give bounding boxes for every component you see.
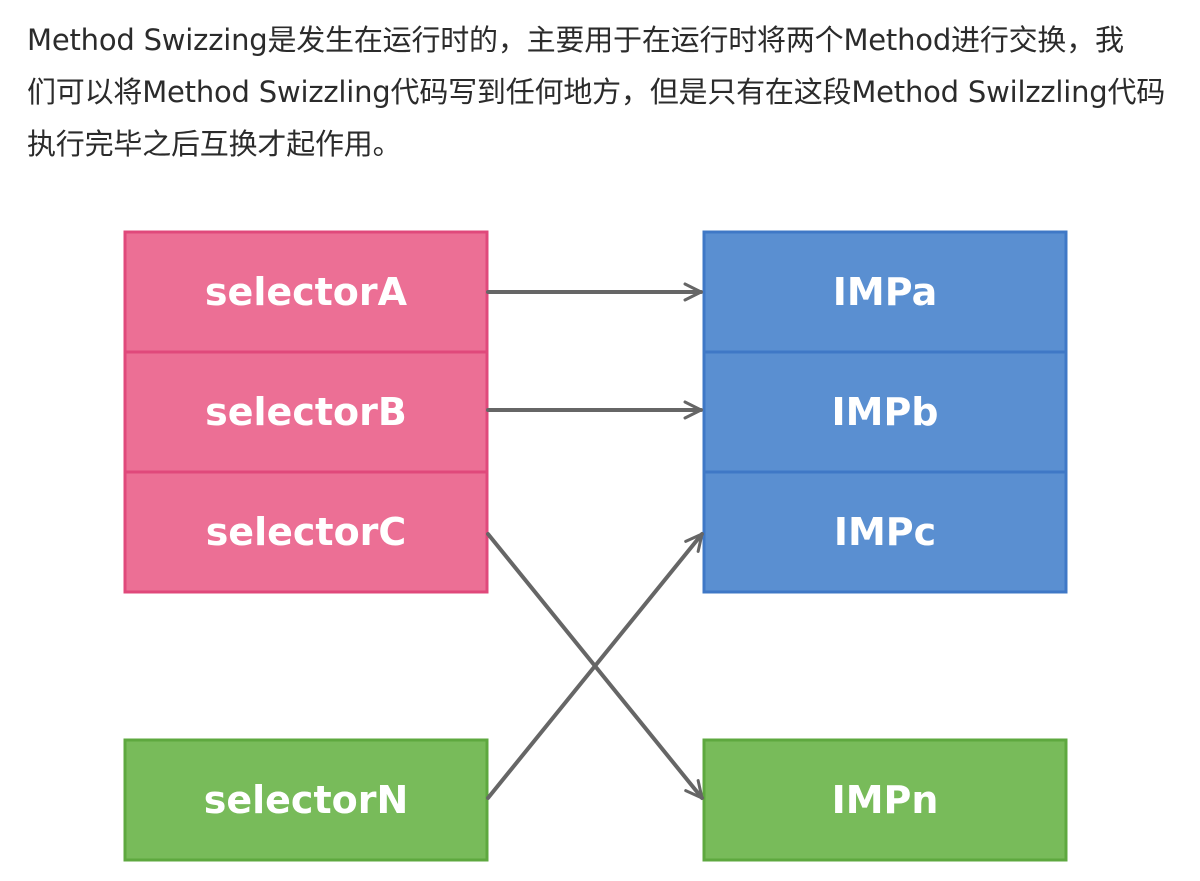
intro-line-2: 们可以将Method Swizzling代码写到任何地方，但是只有在这段Meth… [27,75,1166,109]
intro-line-1: Method Swizzing是发生在运行时的，主要用于在运行时将两个Metho… [27,23,1124,57]
imp-n-label: IMPn [832,778,939,822]
selector-n-label: selectorN [204,778,409,822]
selector-n-box [123,738,489,862]
intro-paragraph: Method Swizzing是发生在运行时的，主要用于在运行时将两个Metho… [27,14,1177,170]
imp-n-box [702,738,1068,862]
arrow-group [486,282,704,800]
imp-group: IMPa IMPb IMPc [702,230,1068,594]
imp-a-label: IMPa [833,270,937,314]
selector-group: selectorA selectorB selectorC [123,230,489,594]
selector-c-box [123,470,489,594]
selector-b-label: selectorB [205,390,407,434]
imp-c-box [702,470,1068,594]
arrow-selector-n-to-imp-c [486,532,704,800]
selector-c-label: selectorC [206,510,407,554]
imp-b-label: IMPb [831,390,938,434]
intro-line-3: 执行完毕之后互换才起作用。 [27,127,402,161]
selector-a-label: selectorA [205,270,408,314]
imp-c-label: IMPc [834,510,936,554]
